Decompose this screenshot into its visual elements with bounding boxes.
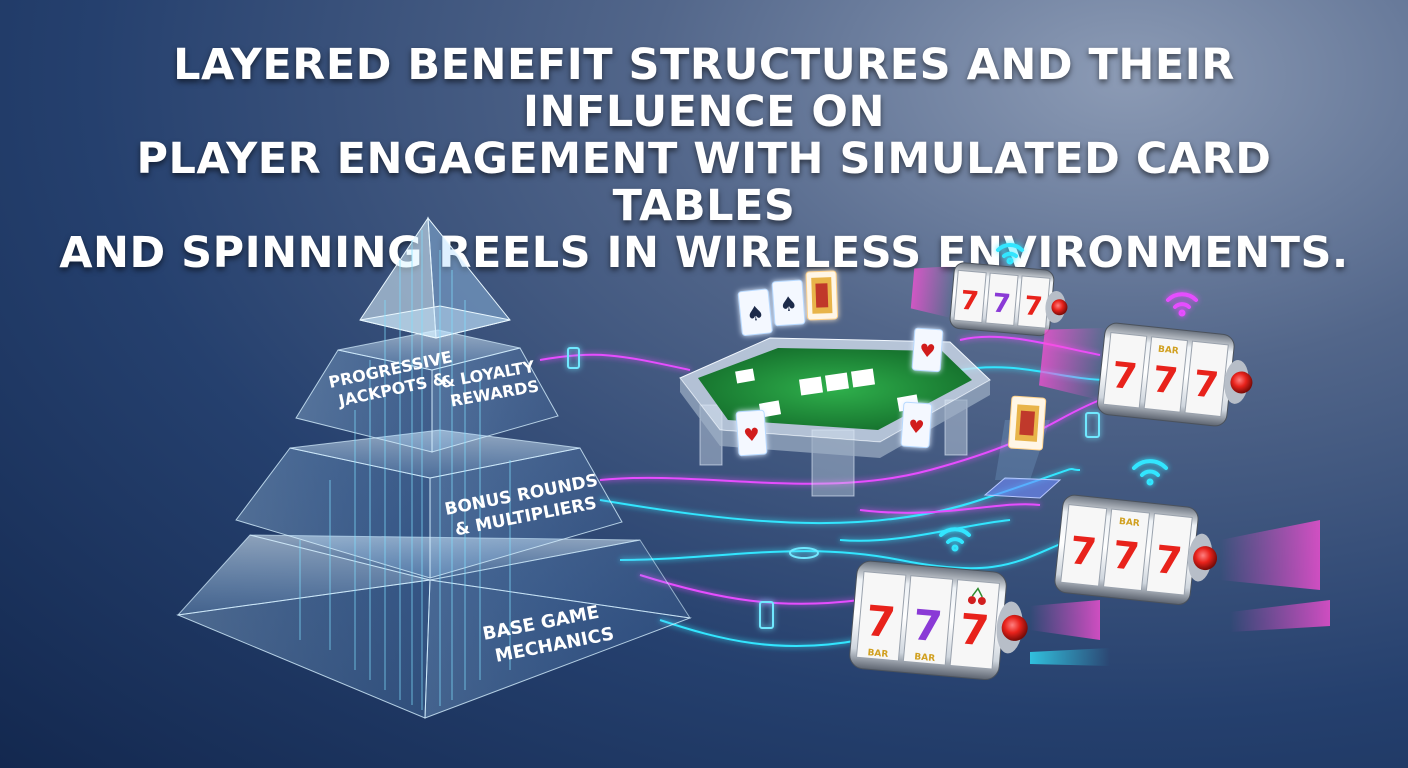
connector-line <box>839 519 1011 542</box>
reel-symbol-seven: 7 <box>1023 291 1044 322</box>
speed-trail <box>1220 520 1330 632</box>
playing-card-icon: ♥ <box>911 327 944 373</box>
reel-symbol-seven: 7 <box>991 288 1012 319</box>
reel-symbol-seven: 7 <box>1153 537 1184 584</box>
cherry-icon <box>967 587 986 605</box>
hologram-card <box>983 395 1062 499</box>
benefit-pyramid: PROGRESSIVE JACKPOTS & & LOYALTY REWARDS… <box>176 216 692 719</box>
connector-line <box>539 353 691 371</box>
wifi-icons <box>939 243 1198 552</box>
reel-symbol-bar: BAR <box>1157 345 1179 357</box>
svg-text:♠: ♠ <box>745 300 765 326</box>
wifi-icon <box>996 243 1024 265</box>
playing-card-icon <box>1008 395 1047 451</box>
playing-card-icon: ♠ <box>771 279 806 327</box>
reel-symbol-seven: 7 <box>1151 359 1180 402</box>
page-title: LAYERED BENEFIT STRUCTURES AND THEIR INF… <box>40 42 1368 277</box>
card-table: ♠ ♠ ♥ ♥ ♥ <box>679 270 991 497</box>
table-cards <box>735 368 920 418</box>
reel-symbol-seven: 7 <box>864 596 897 647</box>
title-line-2: PLAYER ENGAGEMENT WITH SIMULATED CARD TA… <box>136 134 1272 231</box>
svg-text:♥: ♥ <box>907 416 925 438</box>
connector-line <box>599 399 1101 485</box>
tier-bonus <box>235 429 623 579</box>
reel-symbol-bar: BAR <box>914 652 936 664</box>
reel-symbol-seven: 7 <box>911 600 944 651</box>
slot-reel-icon: 7 7 7 <box>910 262 1068 337</box>
wifi-icon <box>1166 292 1198 317</box>
connector-line <box>859 503 1041 514</box>
slot-reel-icon: 7 7 7 BAR <box>1054 494 1218 605</box>
title-line-1: LAYERED BENEFIT STRUCTURES AND THEIR INF… <box>173 40 1235 137</box>
playing-card-icon: ♠ <box>737 288 773 336</box>
title-line-3: AND SPINNING REELS IN WIRELESS ENVIRONME… <box>59 228 1349 278</box>
connector-line <box>659 619 861 648</box>
reel-symbol-bar: BAR <box>867 648 889 660</box>
slot-reel-icon: 7 7 7 BAR BAR <box>849 560 1028 680</box>
reel-symbol-bar: BAR <box>1118 517 1140 529</box>
svg-text:♥: ♥ <box>919 340 937 362</box>
smartphone-icon <box>1085 412 1100 438</box>
speed-trail <box>1030 600 1110 666</box>
pyramid-apex <box>359 216 511 339</box>
connector-line <box>639 574 861 605</box>
reel-symbol-seven: 7 <box>1068 528 1099 575</box>
pyramid-data-streams <box>299 230 511 710</box>
reel-symbol-seven: 7 <box>1110 355 1139 398</box>
router-icon <box>789 547 819 559</box>
playing-card-icon: ♥ <box>900 401 933 449</box>
wifi-icon <box>1132 459 1168 486</box>
svg-text:♥: ♥ <box>743 424 761 446</box>
slot-reel-icon: 7 7 7 BAR <box>1039 322 1253 427</box>
smartphone-icon <box>759 601 774 629</box>
reel-symbol-seven: 7 <box>959 286 980 317</box>
floating-playing-cards: ♠ ♠ ♥ ♥ ♥ <box>735 270 944 457</box>
reel-symbol-seven: 7 <box>1110 533 1141 580</box>
reel-symbol-seven: 7 <box>958 604 991 655</box>
wifi-icon <box>939 527 971 552</box>
svg-text:♠: ♠ <box>779 291 799 316</box>
connector-line <box>619 539 1071 570</box>
connector-line <box>599 467 1081 525</box>
reel-symbol-seven: 7 <box>1191 364 1220 407</box>
smartphones <box>567 347 1100 629</box>
playing-card-icon <box>805 270 839 321</box>
playing-card-icon: ♥ <box>735 409 768 457</box>
tier-progressive-loyalty <box>295 329 559 453</box>
smartphone-icon <box>567 347 580 369</box>
